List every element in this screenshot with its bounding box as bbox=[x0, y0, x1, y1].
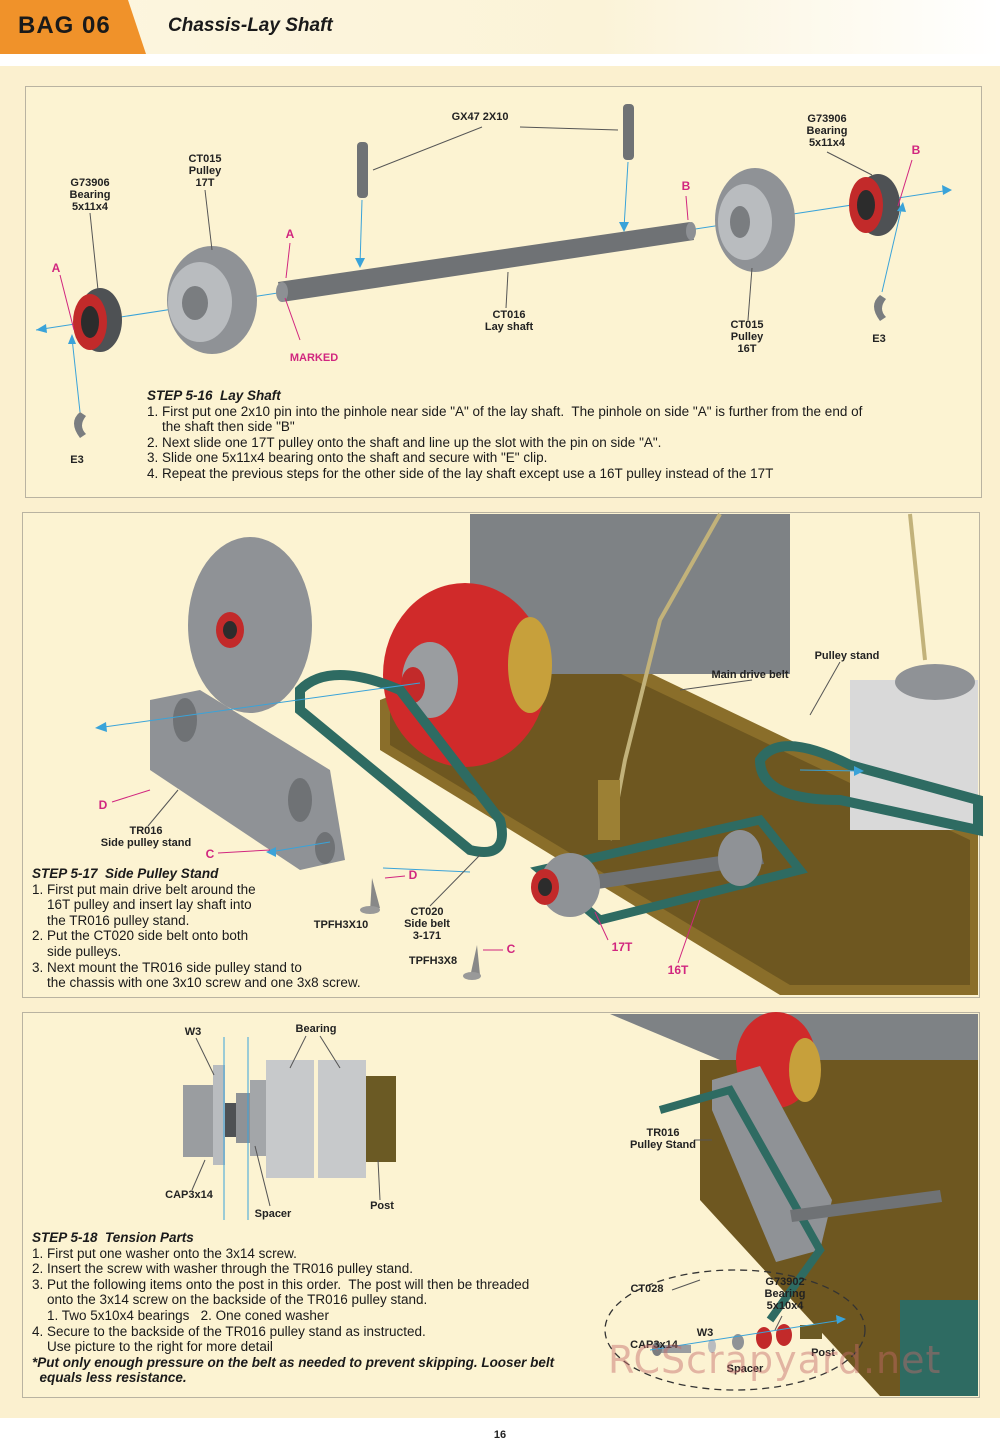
label-tr016-side: TR016 Side pulley stand bbox=[100, 825, 192, 849]
label-c-screw: C bbox=[506, 942, 516, 956]
label-main-drive-belt: Main drive belt bbox=[711, 669, 789, 681]
label-tpfh3x10: TPFH3X10 bbox=[313, 919, 369, 931]
label-ct028: CT028 bbox=[630, 1283, 664, 1295]
step-5-18-note: *Put only enough pressure on the belt as… bbox=[32, 1354, 555, 1386]
step-5-17-instructions: STEP 5-17 Side Pulley Stand 1. First put… bbox=[32, 866, 412, 991]
page-number: 16 bbox=[493, 1429, 507, 1441]
step-5-18-line: Use picture to the right for more detail bbox=[32, 1339, 273, 1355]
page-title: Chassis-Lay Shaft bbox=[168, 15, 333, 36]
step-5-17-line: 3. Next mount the TR016 side pulley stan… bbox=[32, 959, 302, 975]
label-w3-small: W3 bbox=[696, 1327, 714, 1339]
label-spacer: Spacer bbox=[254, 1208, 292, 1220]
step-5-17-line: 1. First put main drive belt around the bbox=[32, 881, 256, 897]
label-b-far: B bbox=[911, 143, 921, 157]
step-5-18-heading: STEP 5-18 Tension Parts bbox=[32, 1230, 194, 1245]
label-g73902: G73902 Bearing 5x10x4 bbox=[764, 1276, 806, 1312]
label-e3-left: E3 bbox=[70, 454, 84, 466]
label-17t: 17T bbox=[611, 940, 633, 954]
step-5-16-heading: STEP 5-16 Lay Shaft bbox=[147, 388, 281, 403]
step-5-17-line: side pulleys. bbox=[32, 943, 122, 959]
bag-tab: BAG 06 bbox=[0, 0, 146, 54]
label-b-shaft: B bbox=[681, 179, 691, 193]
step-5-17-heading: STEP 5-17 Side Pulley Stand bbox=[32, 866, 219, 881]
step-5-18-line: 2. Insert the screw with washer through … bbox=[32, 1261, 413, 1277]
label-gx47: GX47 2X10 bbox=[451, 111, 509, 123]
step-5-18-line: 3. Put the following items onto the post… bbox=[32, 1276, 530, 1292]
label-d-screw: D bbox=[408, 868, 418, 882]
label-cap3x14-small: CAP3x14 bbox=[630, 1339, 678, 1351]
step-5-16-line: 1. First put one 2x10 pin into the pinho… bbox=[147, 403, 863, 419]
label-bearing: Bearing bbox=[295, 1023, 337, 1035]
label-d-left: D bbox=[98, 798, 108, 812]
label-a-far: A bbox=[51, 261, 61, 275]
step-5-17-line: the TR016 pulley stand. bbox=[32, 912, 190, 928]
label-post-small: Post bbox=[811, 1347, 835, 1359]
label-marked: MARKED bbox=[289, 352, 339, 364]
label-lay-shaft: CT016 Lay shaft bbox=[484, 309, 534, 333]
step-5-17-line: the chassis with one 3x10 screw and one … bbox=[32, 975, 361, 991]
step-5-16-line: 3. Slide one 5x11x4 bearing onto the sha… bbox=[147, 450, 548, 466]
step-5-17-line: 16T pulley and insert lay shaft into bbox=[32, 897, 252, 913]
label-tr016-pulley-stand: TR016 Pulley Stand bbox=[629, 1127, 697, 1151]
step-5-18-line: 1. Two 5x10x4 bearings 2. One coned wash… bbox=[32, 1307, 329, 1323]
label-w3: W3 bbox=[184, 1026, 202, 1038]
step-5-18-instructions: STEP 5-18 Tension Parts 1. First put one… bbox=[32, 1230, 602, 1386]
label-spacer-small: Spacer bbox=[726, 1363, 764, 1375]
label-cap3x14: CAP3x14 bbox=[165, 1189, 213, 1201]
label-e3-right: E3 bbox=[872, 333, 886, 345]
bag-label: BAG 06 bbox=[18, 12, 111, 39]
label-pulley-17t: CT015 Pulley 17T bbox=[188, 153, 222, 189]
watermark: RCScrapyard.net bbox=[608, 1338, 942, 1382]
label-bearing-left: G73906 Bearing 5x11x4 bbox=[69, 177, 111, 213]
step-5-17-line: 2. Put the CT020 side belt onto both bbox=[32, 928, 249, 944]
step-5-18-line: onto the 3x14 screw on the backside of t… bbox=[32, 1292, 428, 1308]
step-5-16-line: 2. Next slide one 17T pulley onto the sh… bbox=[147, 434, 662, 450]
label-post: Post bbox=[370, 1200, 394, 1212]
step-5-16-instructions: STEP 5-16 Lay Shaft 1. First put one 2x1… bbox=[147, 388, 967, 482]
label-a-shaft: A bbox=[285, 227, 295, 241]
step-5-18-line: 1. First put one washer onto the 3x14 sc… bbox=[32, 1245, 297, 1261]
step-5-16-line: 4. Repeat the previous steps for the oth… bbox=[147, 465, 774, 481]
step-5-16-line: the shaft then side "B" bbox=[147, 419, 295, 435]
label-ct020: CT020 Side belt 3-171 bbox=[404, 906, 450, 942]
label-tpfh3x8: TPFH3X8 bbox=[408, 955, 458, 967]
label-c-left: C bbox=[205, 847, 215, 861]
step-5-18-line: 4. Secure to the backside of the TR016 p… bbox=[32, 1323, 426, 1339]
label-pulley-stand: Pulley stand bbox=[814, 650, 880, 662]
label-bearing-right: G73906 Bearing 5x11x4 bbox=[806, 113, 848, 149]
label-pulley-16t: CT015 Pulley 16T bbox=[730, 319, 764, 355]
header-bar bbox=[0, 0, 1000, 54]
label-16t: 16T bbox=[667, 963, 689, 977]
